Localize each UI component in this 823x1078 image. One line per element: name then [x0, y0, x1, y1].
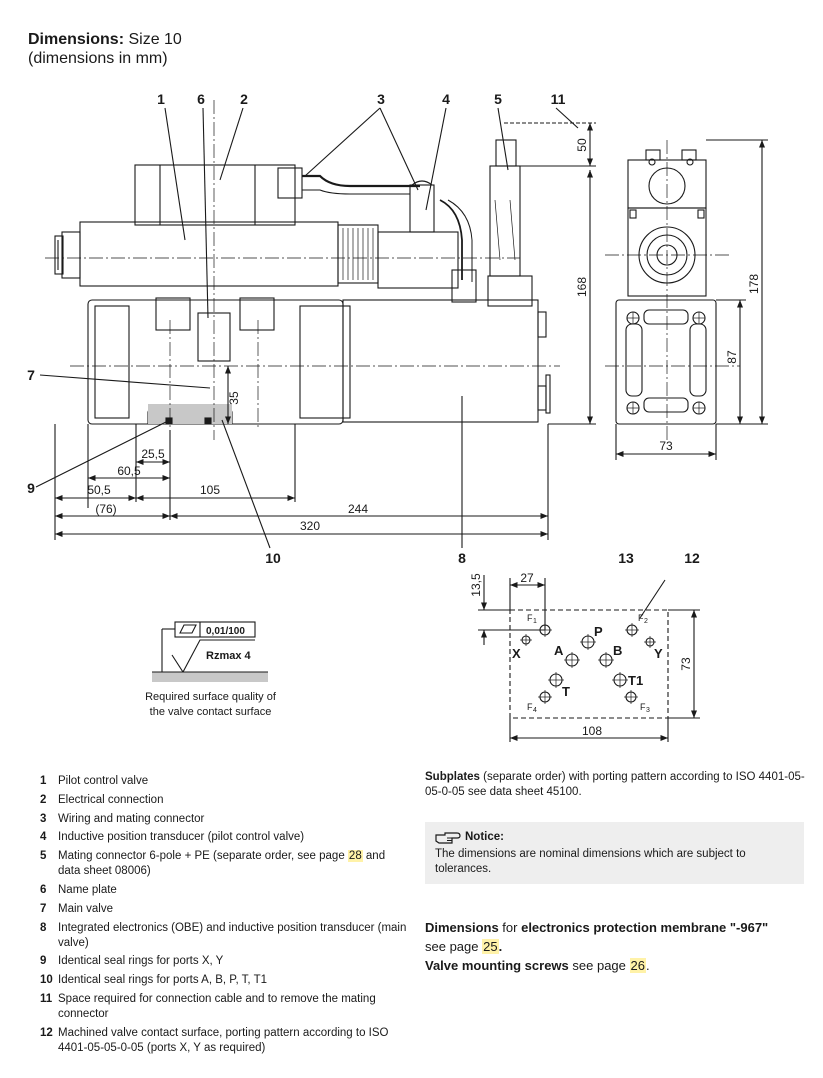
callout-3: 3 [377, 91, 385, 107]
pilot-valve-body [79, 221, 339, 287]
porting-pattern-surface [509, 609, 669, 719]
dim-27: 27 [520, 571, 534, 585]
callout-1: 1 [157, 91, 165, 107]
port-a: A [554, 643, 564, 658]
dim-76: (76) [95, 502, 116, 516]
pointing-hand-icon [435, 831, 461, 844]
subplates-note: Subplates (separate order) with porting … [425, 771, 805, 798]
svg-text:4: 4 [533, 707, 537, 714]
page-26-link[interactable]: 26 [629, 958, 646, 973]
callout-10: 10 [265, 550, 281, 566]
dim-87: 87 [725, 350, 739, 364]
callout-8: 8 [458, 550, 466, 566]
port-x: X [512, 646, 521, 661]
notice-text: The dimensions are nominal dimensions wh… [435, 848, 746, 875]
port-p: P [594, 624, 603, 639]
title-block: Dimensions: Size 10 (dimensions in mm) [28, 30, 182, 68]
port-t: T [562, 684, 570, 699]
svg-text:3: 3 [646, 707, 650, 714]
dimension-drawing: 1 6 2 3 4 5 11 7 9 10 8 13 12 50 168 178… [27, 91, 768, 742]
dim-13-5: 13,5 [469, 573, 483, 597]
callout-12: 12 [684, 550, 700, 566]
dim-320: 320 [300, 519, 320, 533]
callout-11: 11 [551, 91, 566, 107]
dim-60-5: 60,5 [117, 464, 141, 478]
dim-108: 108 [582, 724, 602, 738]
roughness-value: Rzmax 4 [206, 650, 252, 662]
dim-73-pattern: 73 [679, 657, 693, 671]
svg-text:1: 1 [533, 618, 537, 625]
page-subtitle: (dimensions in mm) [28, 50, 168, 67]
port-y: Y [654, 646, 663, 661]
port-t1: T1 [628, 673, 643, 688]
page-references: Dimensions for electronics protection me… [425, 920, 769, 973]
port-f4: F [527, 702, 533, 712]
dim-244: 244 [348, 502, 368, 516]
page-title: Dimensions: Size 10 [28, 31, 182, 48]
page-28-link[interactable]: 28 [347, 850, 363, 863]
dim-50: 50 [575, 138, 589, 152]
port-f1: F [527, 613, 533, 623]
dim-35: 35 [227, 391, 241, 405]
dim-105: 105 [200, 483, 220, 497]
notice-box: Notice: The dimensions are nominal dimen… [425, 822, 804, 884]
surface-quality-caption: Required surface quality of the valve co… [145, 691, 276, 718]
port-b: B [613, 643, 622, 658]
dim-168: 168 [575, 277, 589, 297]
dim-73-side: 73 [659, 439, 673, 453]
callout-6: 6 [197, 91, 205, 107]
pilot-transducer [377, 231, 459, 289]
callout-5: 5 [494, 91, 502, 107]
callout-7: 7 [27, 367, 35, 383]
callout-13: 13 [618, 550, 634, 566]
dim-178: 178 [747, 274, 761, 294]
flatness-value: 0,01/100 [206, 626, 245, 637]
callout-4: 4 [442, 91, 450, 107]
port-f2: F [638, 613, 644, 623]
callout-9: 9 [27, 480, 35, 496]
dim-25-5: 25,5 [141, 447, 165, 461]
page-25-link[interactable]: 25 [482, 939, 499, 954]
port-f3: F [640, 702, 646, 712]
dim-50-5: 50,5 [87, 483, 111, 497]
side-view-main [615, 299, 717, 425]
callout-2: 2 [240, 91, 248, 107]
notice-title: Notice: [465, 831, 504, 843]
svg-text:2: 2 [644, 618, 648, 625]
electrical-connection [134, 164, 296, 226]
mating-connector [489, 165, 521, 277]
obe-electronics [342, 299, 539, 423]
